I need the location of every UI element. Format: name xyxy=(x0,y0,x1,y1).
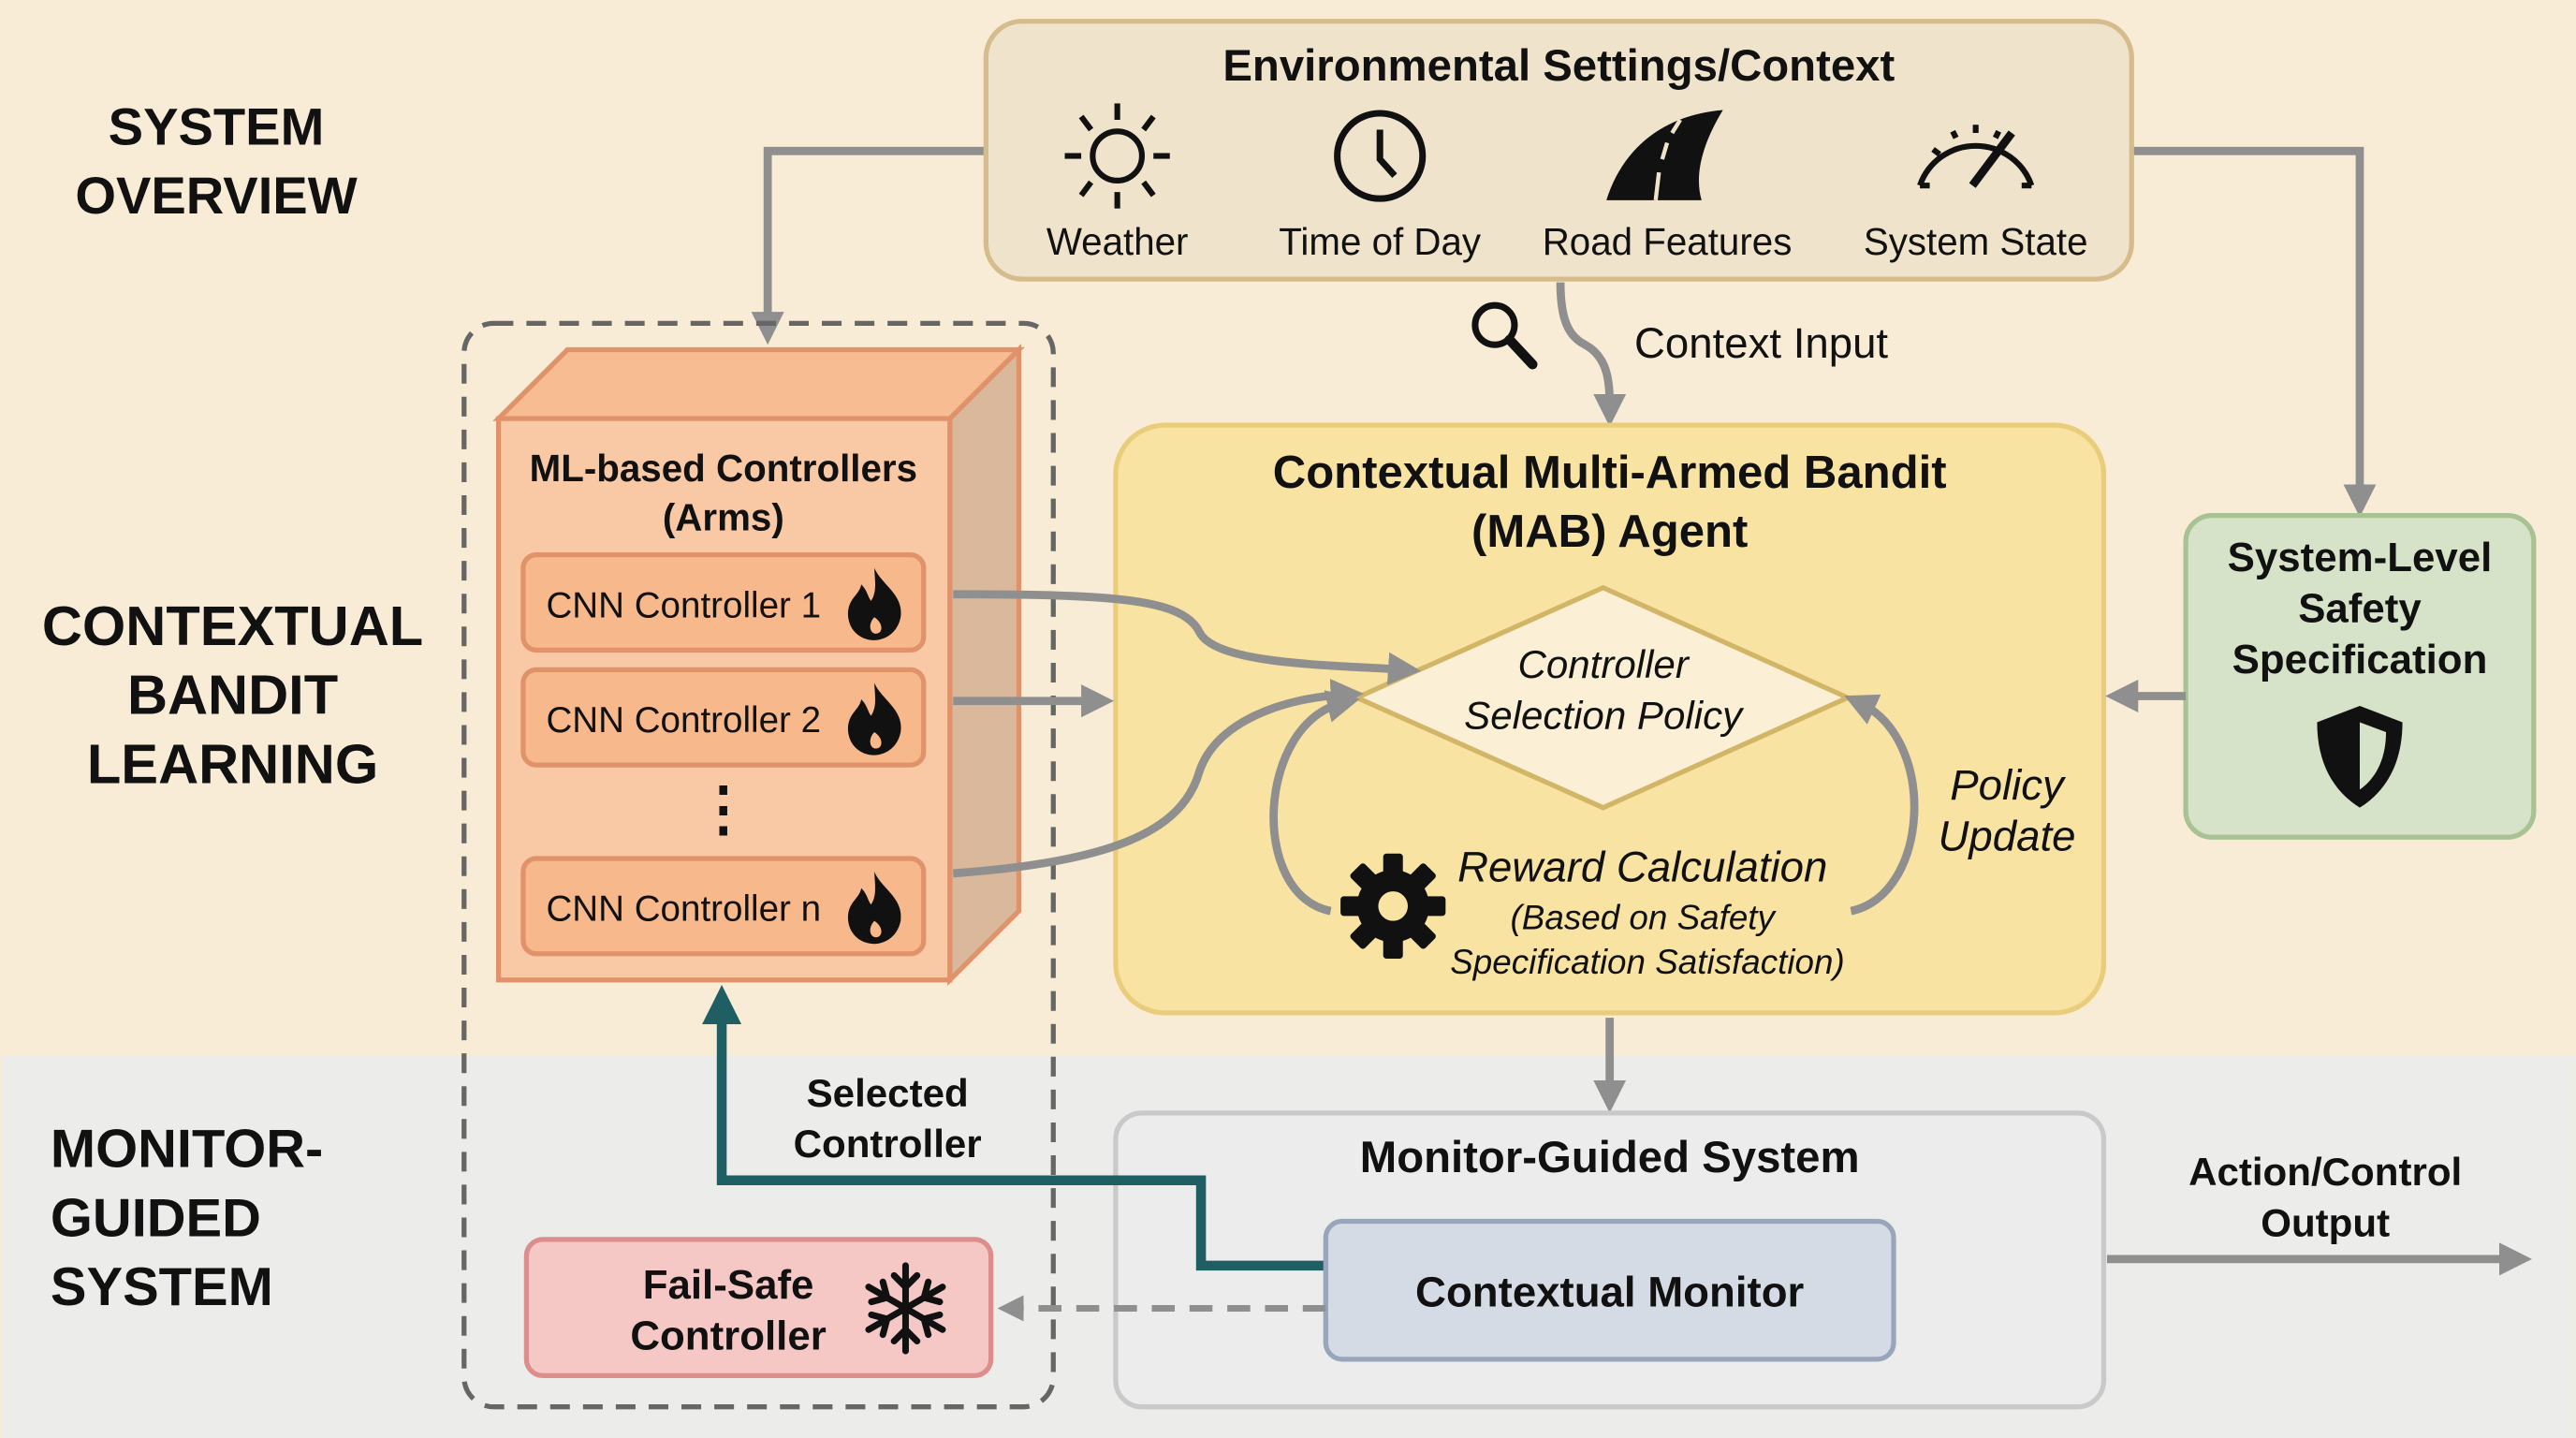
svg-text:SYSTEM: SYSTEM xyxy=(109,96,325,155)
flame-icon xyxy=(847,872,901,945)
section-label-contextual-bandit: CONTEXTUAL BANDIT LEARNING xyxy=(42,594,423,795)
flame-icon xyxy=(847,567,901,640)
env-item-system-state: System State xyxy=(1864,220,2088,263)
safety-specification-box: System-Level Safety Specification xyxy=(2183,512,2537,840)
svg-text:CONTEXTUAL: CONTEXTUAL xyxy=(42,594,423,657)
road-icon xyxy=(1606,110,1723,201)
section-label-system-overview: SYSTEM OVERVIEW xyxy=(75,96,357,225)
snowflake-icon xyxy=(865,1262,946,1355)
policy-update-label-2: Update xyxy=(1939,812,2076,859)
output-label-2: Output xyxy=(2261,1200,2390,1244)
svg-text:Fail-Safe: Fail-Safe xyxy=(643,1262,814,1308)
svg-text:SYSTEM: SYSTEM xyxy=(51,1257,273,1317)
selected-controller-label-2: Controller xyxy=(794,1122,982,1166)
reward-detail-2: Specification Satisfaction) xyxy=(1450,943,1845,981)
controllers-title: ML-based Controllers xyxy=(530,447,917,490)
svg-text:BANDIT: BANDIT xyxy=(127,664,338,726)
context-input-arrow xyxy=(1556,282,1627,427)
svg-text:MONITOR-: MONITOR- xyxy=(51,1120,323,1180)
mab-title: Contextual Multi-Armed Bandit xyxy=(1273,448,1947,498)
controllern-to-policy-arrow xyxy=(952,679,1364,878)
policy-update-arrow xyxy=(1844,694,1919,916)
env-to-controllers-arrow xyxy=(751,146,987,345)
svg-text:Safety: Safety xyxy=(2298,586,2422,632)
svg-text:GUIDED: GUIDED xyxy=(51,1188,261,1248)
gear-icon xyxy=(1340,853,1446,959)
output-label-1: Action/Control xyxy=(2188,1150,2462,1194)
monitor-title: Monitor-Guided System xyxy=(1360,1133,1860,1182)
mab-agent-box: Contextual Multi-Armed Bandit (MAB) Agen… xyxy=(1113,422,2107,1016)
reward-detail-1: (Based on Safety xyxy=(1511,898,1778,936)
svg-text:OVERVIEW: OVERVIEW xyxy=(75,166,357,225)
svg-text:CNN Controller 2: CNN Controller 2 xyxy=(546,700,821,741)
env-to-safety-arrow xyxy=(2131,146,2377,518)
shield-icon xyxy=(2317,705,2403,808)
contextual-monitor-box[interactable]: Contextual Monitor xyxy=(1323,1218,1896,1362)
environment-box: Environmental Settings/Context Weather xyxy=(983,19,2134,282)
env-item-road-features: Road Features xyxy=(1543,220,1793,263)
clock-icon xyxy=(1334,110,1427,202)
env-item-weather: Weather xyxy=(1046,220,1189,263)
svg-text:Contextual Monitor: Contextual Monitor xyxy=(1415,1269,1804,1316)
controller-item-2[interactable]: CNN Controller 2 xyxy=(520,667,927,768)
magnifier-icon xyxy=(1471,301,1538,370)
selected-controller-label-1: Selected xyxy=(807,1071,969,1115)
svg-text:CNN Controller 1: CNN Controller 1 xyxy=(546,585,821,625)
controller1-to-policy-arrow xyxy=(953,590,1421,685)
context-input-label: Context Input xyxy=(1634,319,1888,367)
policy-label-2: Selection Policy xyxy=(1464,694,1745,738)
env-item-time-of-day: Time of Day xyxy=(1279,220,1482,263)
svg-text:Controller: Controller xyxy=(630,1313,826,1358)
svg-text:System-Level: System-Level xyxy=(2228,535,2493,580)
svg-text:CNN Controller n: CNN Controller n xyxy=(546,889,821,930)
fail-safe-controller-box[interactable]: Fail-Safe Controller xyxy=(523,1237,994,1378)
reward-title: Reward Calculation xyxy=(1457,844,1827,891)
policy-label-1: Controller xyxy=(1517,642,1690,686)
selected-controller-path xyxy=(702,985,1326,1271)
controller-item-1[interactable]: CNN Controller 1 xyxy=(520,552,927,653)
controllers-ellipsis: ⋮ xyxy=(694,776,753,842)
controller-item-n[interactable]: CNN Controller n xyxy=(520,856,927,957)
svg-text:LEARNING: LEARNING xyxy=(87,732,378,795)
section-label-monitor-guided: MONITOR- GUIDED SYSTEM xyxy=(51,1120,323,1317)
sun-icon xyxy=(1064,103,1170,209)
svg-text:Specification: Specification xyxy=(2232,637,2488,682)
speedometer-icon xyxy=(1917,125,2035,189)
controllers-subtitle: (Arms) xyxy=(663,495,784,538)
reward-to-policy-arrow xyxy=(1269,690,1360,916)
policy-update-label-1: Policy xyxy=(1950,761,2067,809)
mab-subtitle: (MAB) Agent xyxy=(1471,506,1748,557)
environment-title: Environmental Settings/Context xyxy=(1222,41,1895,91)
flame-icon xyxy=(847,682,901,756)
